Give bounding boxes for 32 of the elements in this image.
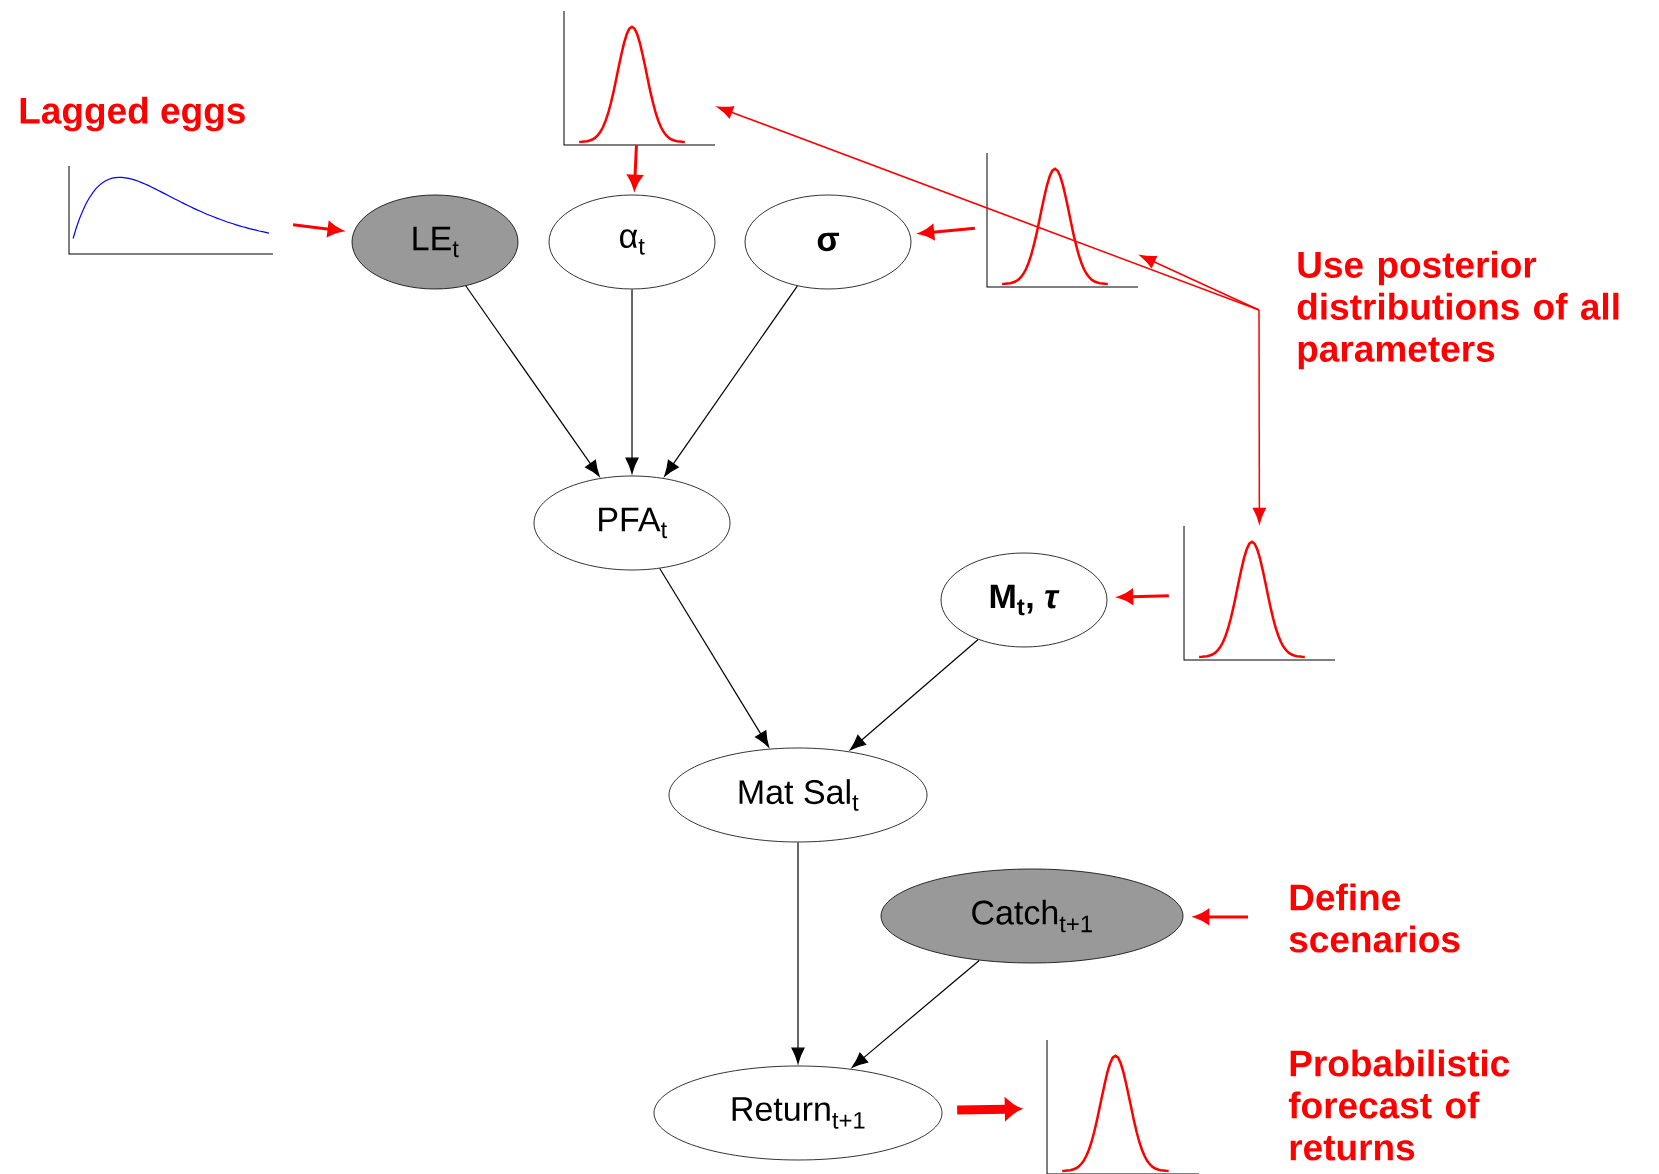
ellipse-node: Catch$_{t+1}$ [880,868,1184,964]
leader-line [1252,309,1266,524]
ellipse-node: M$_{t}$, τ [940,552,1108,648]
annotation-text: Probabilistic forecast of returns [1288,1049,1510,1161]
arrow [659,567,770,748]
ellipse-node: Mat Sal$_{t}$ [668,747,928,843]
picture [68,165,274,255]
ellipse-node: α$_{t}$ [548,194,716,290]
arrow [625,288,639,474]
picture [563,10,716,146]
arrow [791,841,805,1064]
picture [1183,525,1336,661]
arrow [465,285,600,477]
arrow [627,145,643,190]
arrow [1194,909,1249,925]
arrow [957,1099,1021,1120]
arrow [664,285,798,477]
ellipse-node: Return$_{t+1}$ [653,1065,943,1161]
picture [1046,1039,1200,1174]
arrow [849,639,979,751]
annotation-text: Use posterior distributions of all parameters [1297,250,1619,370]
ellipse-node: σ [744,194,912,290]
arrow [1118,589,1169,605]
ellipse-node: LE$_{t}$ [351,194,519,290]
arrow [851,959,980,1068]
picture [986,152,1139,288]
annotation-text: Lagged eggs [20,96,245,132]
leader-line [1140,255,1260,311]
arrow [919,224,975,240]
arrow [292,221,343,237]
annotation-text: Define scenarios [1289,883,1460,953]
ellipse-node: PFA$_{t}$ [533,475,731,571]
